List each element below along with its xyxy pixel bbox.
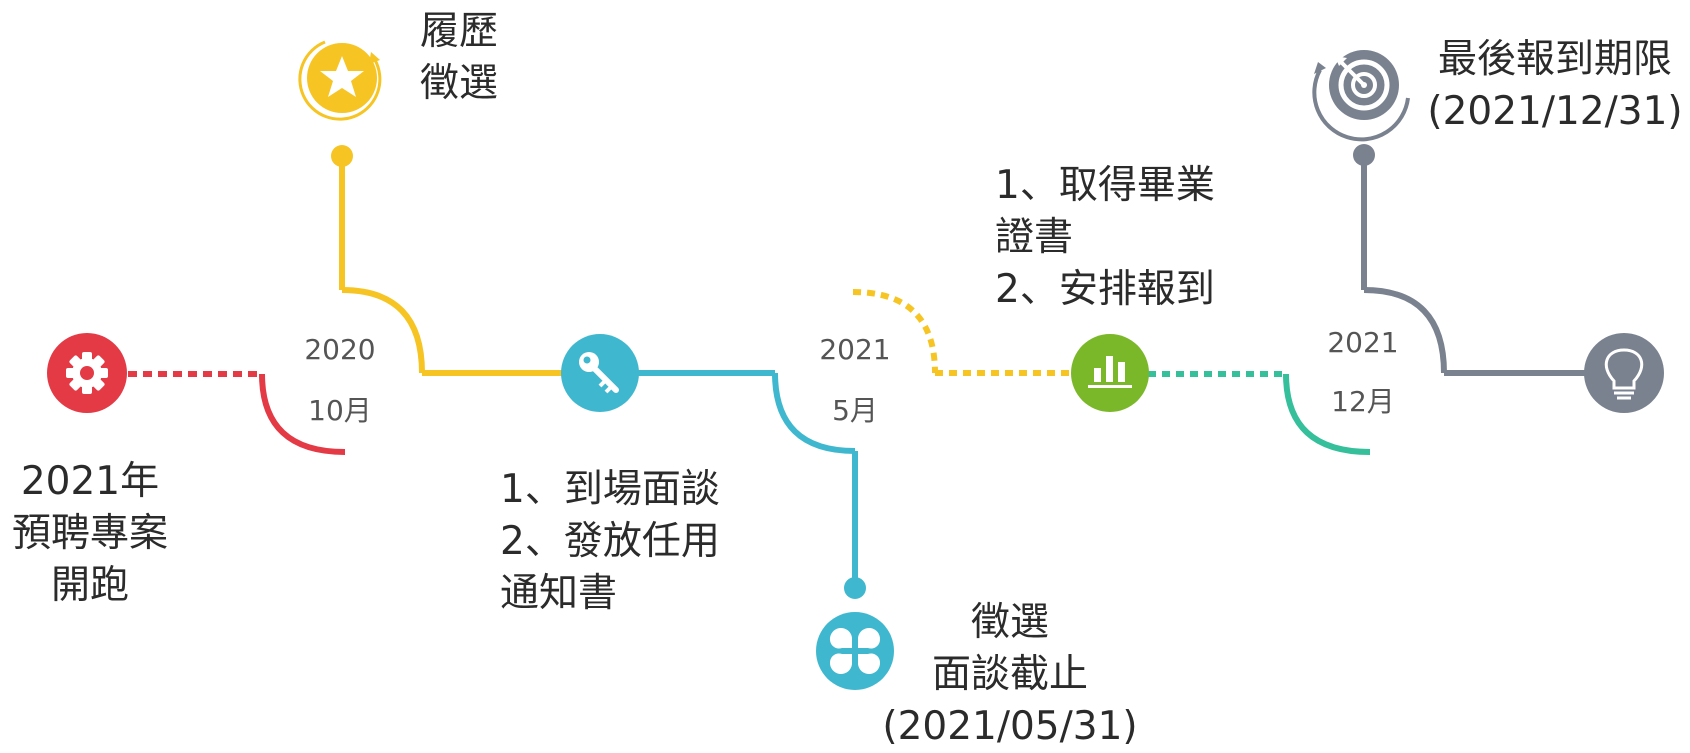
- milestone-label: 最後報到期限 (2021/12/31): [1427, 37, 1683, 134]
- date-month: 12月: [1331, 385, 1395, 418]
- segment-yellow: [331, 145, 568, 376]
- clover-icon: [816, 612, 894, 690]
- arc-connector: [259, 373, 346, 455]
- target-icon: [1312, 50, 1410, 142]
- key-icon: [561, 334, 639, 412]
- milestone-label: 履歷 徵選: [420, 9, 499, 106]
- segment-blue: [632, 370, 866, 599]
- arc-connector: [1363, 287, 1447, 374]
- milestone-label: 1、取得畢業 證書 2、安排報到: [995, 163, 1215, 312]
- date-year: 2021: [819, 333, 891, 366]
- date-year: 2020: [304, 333, 376, 366]
- star-icon: [298, 40, 382, 121]
- bar-chart-icon: [1071, 334, 1149, 412]
- milestone-label: 1、到場面談 2、發放任用 通知書: [500, 467, 720, 616]
- segment-teal: [1148, 371, 1371, 455]
- date-year: 2021: [1327, 326, 1399, 359]
- arc-connector: [772, 372, 856, 454]
- arc-connector: [1283, 373, 1371, 455]
- lightbulb-icon: [1584, 333, 1664, 413]
- date-month: 10月: [308, 394, 372, 427]
- stem-dot: [844, 577, 866, 599]
- segment-gray: [1353, 144, 1590, 376]
- dotted-arc: [852, 289, 938, 374]
- arc-connector: [341, 287, 425, 374]
- date-month: 5月: [832, 394, 878, 427]
- milestone-label: 徵選 面談截止 (2021/05/31): [882, 600, 1138, 749]
- gear-icon: [47, 333, 127, 413]
- milestone-label: 2021年 預聘專案 開跑: [11, 459, 168, 608]
- segment-red: [128, 371, 346, 455]
- stem-dot: [1353, 144, 1375, 166]
- segment-yellow-dotted: [852, 289, 1072, 376]
- stem-dot: [331, 145, 353, 167]
